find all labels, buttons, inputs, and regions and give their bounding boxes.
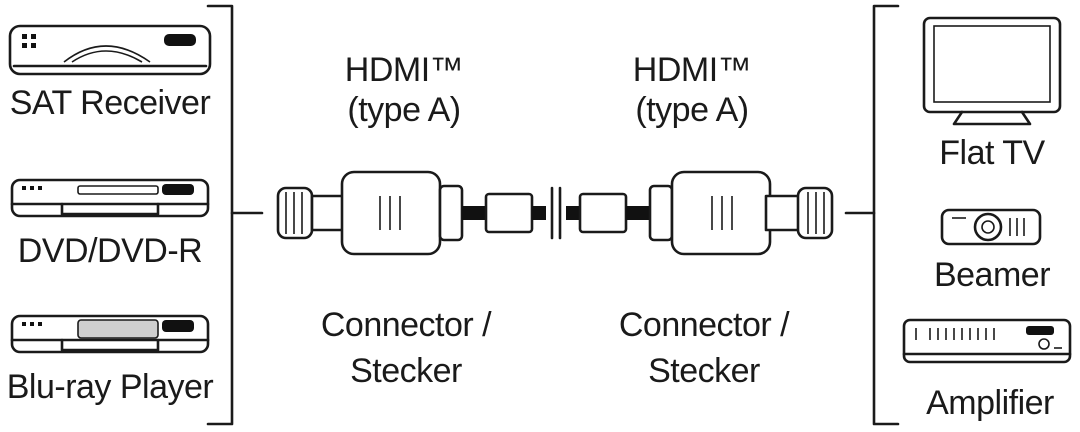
dvd-player-icon: [10, 178, 210, 218]
device-label-sat-receiver: SAT Receiver: [9, 84, 211, 122]
amplifier-icon: [902, 318, 1072, 364]
left-hdmi-type-line2: (type A): [347, 91, 461, 129]
bluray-player-icon: [10, 314, 210, 354]
device-label-dvd: DVD/DVD-R: [17, 232, 203, 270]
hdmi-cable: [276, 170, 834, 256]
device-label-amplifier: Amplifier: [926, 384, 1054, 422]
left-hdmi-type-line1: HDMI™: [344, 51, 464, 89]
left-bracket: [206, 4, 264, 426]
left-connector-line2: Stecker: [350, 352, 462, 390]
left-connector-label: Connector / Stecker: [320, 302, 492, 394]
device-label-flat-tv: Flat TV: [939, 134, 1045, 172]
left-hdmi-type-label: HDMI™ (type A): [344, 50, 464, 130]
left-hdmi-connector-icon: [276, 170, 554, 256]
right-connector-label: Connector / Stecker: [618, 302, 790, 394]
left-connector-line1: Connector /: [320, 306, 492, 344]
right-connector-line1: Connector /: [618, 306, 790, 344]
device-label-beamer: Beamer: [933, 256, 1051, 294]
right-bracket: [844, 4, 900, 426]
right-hdmi-type-line1: HDMI™: [632, 51, 752, 89]
right-connector-line2: Stecker: [648, 352, 760, 390]
right-hdmi-connector-icon: [558, 170, 834, 256]
sat-receiver-icon: [8, 24, 212, 76]
right-hdmi-type-label: HDMI™ (type A): [632, 50, 752, 130]
flat-tv-icon: [922, 16, 1062, 126]
projector-icon: [940, 208, 1042, 246]
device-label-bluray: Blu-ray Player: [6, 368, 214, 406]
right-hdmi-type-line2: (type A): [635, 91, 749, 129]
